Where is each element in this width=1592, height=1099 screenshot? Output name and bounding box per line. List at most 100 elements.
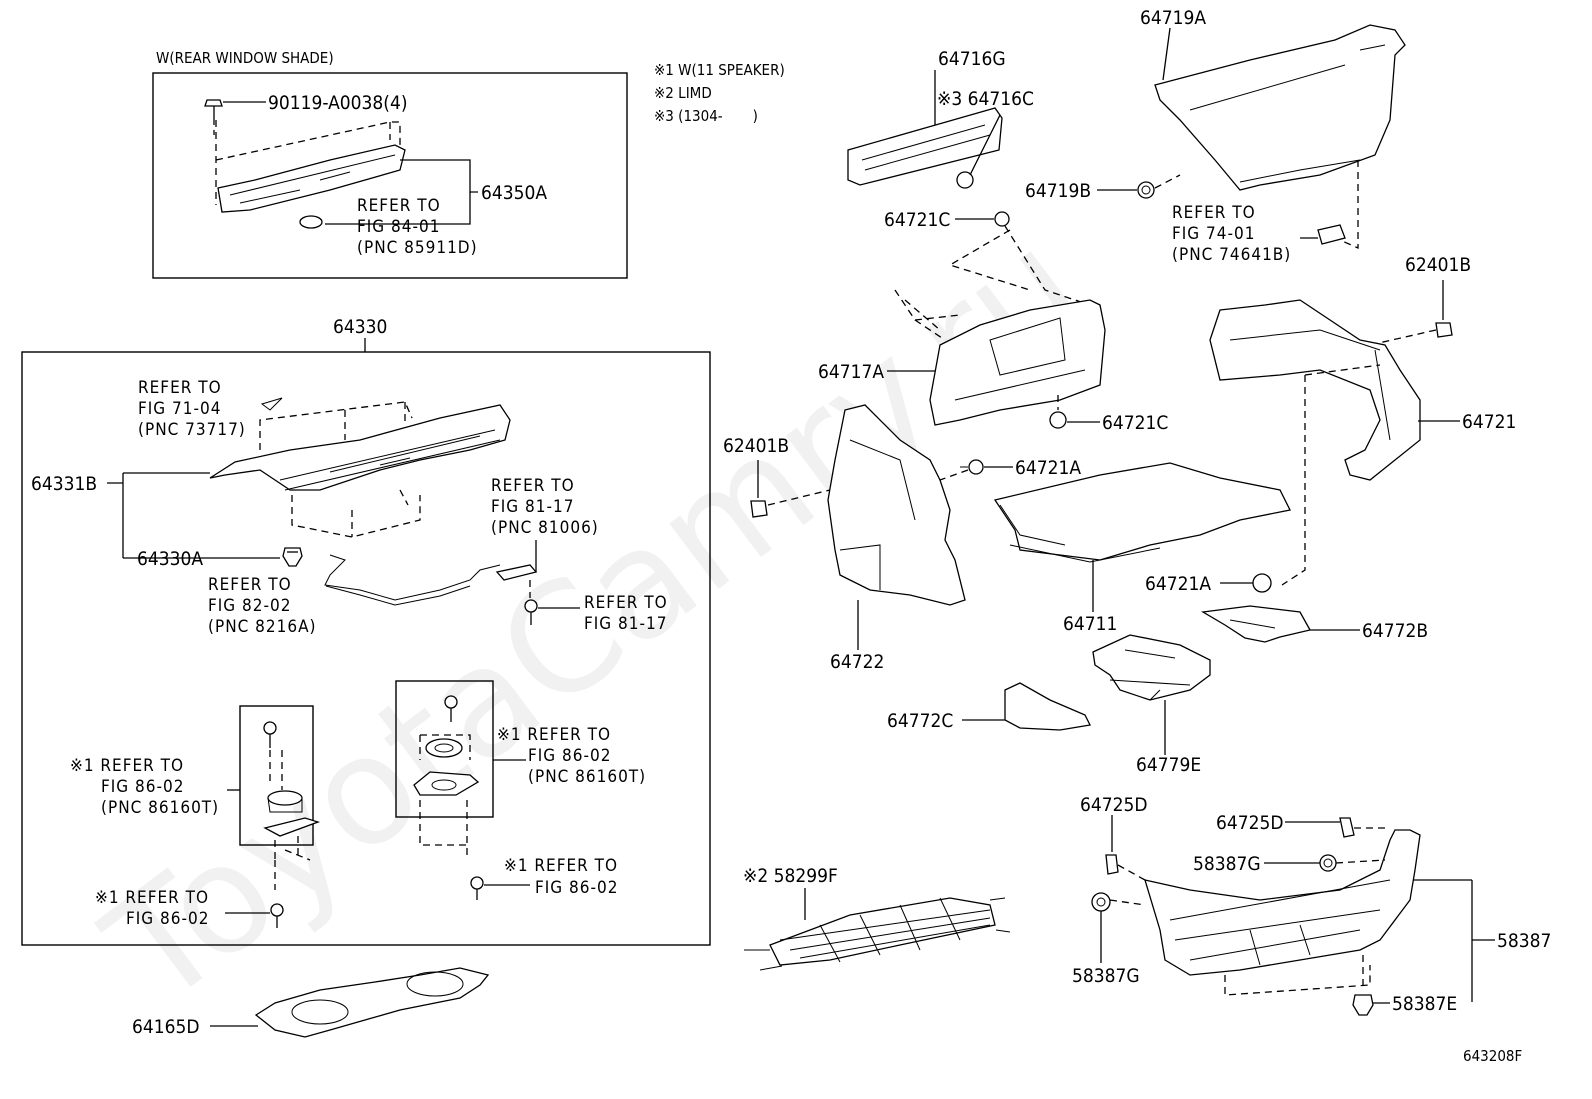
label-64716C: ※3 64716C xyxy=(937,88,1034,110)
label-62401B-left: 62401B xyxy=(723,435,789,457)
refer-fig-82-02: REFER TO FIG 82-02 (PNC 8216A) xyxy=(208,575,317,637)
retainer-74641B-icon xyxy=(1317,224,1346,245)
svg-text:FIG 74-01: FIG 74-01 xyxy=(1172,224,1255,244)
refer-fig-86-02-a: ※1 REFER TO FIG 86-02 (PNC 86160T) xyxy=(70,756,218,818)
label-64722: 64722 xyxy=(830,651,884,673)
tray-64779E-part xyxy=(1092,634,1211,701)
panel-64716G-part xyxy=(847,70,1003,189)
label-64721C-mid: 64721C xyxy=(1102,412,1168,434)
label-64330A: 64330A xyxy=(137,548,203,570)
svg-text:REFER TO: REFER TO xyxy=(208,575,292,595)
label-58299F: ※2 58299F xyxy=(743,865,838,887)
speaker-bracket-1-part xyxy=(263,721,321,861)
svg-text:FIG 86-02: FIG 86-02 xyxy=(126,909,209,929)
svg-text:REFER TO: REFER TO xyxy=(1172,203,1256,223)
refer-fig-71-04: REFER TO FIG 71-04 (PNC 73717) xyxy=(138,378,246,440)
speaker-bracket-2-part xyxy=(413,695,480,860)
package-tray-group-box: 64330 REFER TO FIG 71-04 (PNC 73717) 643… xyxy=(21,316,711,946)
refer-fig-81-17-b: REFER TO FIG 81-17 xyxy=(584,593,668,634)
rear-window-shade-part xyxy=(215,120,406,229)
label-64350A: 64350A xyxy=(481,182,547,204)
clip-64725D-right-icon xyxy=(1285,817,1385,838)
label-64165D: 64165D xyxy=(132,1016,200,1038)
svg-text:REFER TO: REFER TO xyxy=(584,593,668,613)
clip-62401B-left-icon xyxy=(750,460,831,518)
cargo-net-58299F-part xyxy=(744,888,1011,971)
trunk-mat-64711-part xyxy=(993,462,1291,563)
svg-text:(PNC 8216A): (PNC 8216A) xyxy=(208,617,317,637)
clip-64719B-icon xyxy=(1097,174,1181,199)
svg-text:FIG 82-02: FIG 82-02 xyxy=(208,596,291,616)
svg-text:(PNC 81006): (PNC 81006) xyxy=(491,518,599,538)
svg-text:FIG 86-02: FIG 86-02 xyxy=(101,777,184,797)
screw-86-02-right-icon xyxy=(470,876,530,900)
refer-fig-86-02-b: ※1 REFER TO FIG 86-02 (PNC 86160T) xyxy=(497,725,646,787)
svg-text:FIG 84-01: FIG 84-01 xyxy=(357,217,440,237)
refer-fig-81-17-a: REFER TO FIG 81-17 (PNC 81006) xyxy=(491,476,599,538)
label-64721C-top: 64721C xyxy=(884,209,950,231)
svg-text:(PNC 74641B): (PNC 74641B) xyxy=(1172,245,1291,265)
label-58387G-left: 58387G xyxy=(1072,965,1140,987)
label-64725D-right: 64725D xyxy=(1216,812,1284,834)
svg-text:FIG 81-17: FIG 81-17 xyxy=(491,497,574,517)
label-64779E: 64779E xyxy=(1136,754,1201,776)
refer-fig-86-02-d: ※1 REFER TO FIG 86-02 xyxy=(95,888,209,929)
label-64772B: 64772B xyxy=(1362,620,1428,642)
label-64721A-low: 64721A xyxy=(1145,573,1211,595)
svg-text:※2 LIMD: ※2 LIMD xyxy=(654,84,712,102)
sill-58387-part xyxy=(1144,829,1421,996)
harness-part xyxy=(324,554,501,606)
clip-64721A-mid-icon xyxy=(939,459,1013,481)
bolt-90119-icon xyxy=(204,99,223,135)
trim-64721-part xyxy=(1209,299,1421,586)
screw-81-17-icon xyxy=(524,599,580,625)
screw-86-02-left-icon xyxy=(225,860,284,928)
svg-text:(PNC 86160T): (PNC 86160T) xyxy=(528,767,646,787)
label-64721A-mid: 64721A xyxy=(1015,457,1081,479)
clip-58387E-icon xyxy=(1352,955,1390,1016)
clip-62401B-right-icon xyxy=(1369,280,1453,346)
svg-text:(PNC 73717): (PNC 73717) xyxy=(138,420,246,440)
svg-text:(PNC 85911D): (PNC 85911D) xyxy=(357,238,478,258)
label-64717A: 64717A xyxy=(818,361,884,383)
svg-text:※1 REFER TO: ※1 REFER TO xyxy=(70,756,184,776)
svg-text:※1 W(11 SPEAKER): ※1 W(11 SPEAKER) xyxy=(654,61,785,79)
label-58387: 58387 xyxy=(1497,930,1551,952)
trim-64717A-part xyxy=(894,289,1106,429)
trim-64719A-part xyxy=(1154,24,1406,191)
refer-fig-86-02-c: ※1 REFER TO FIG 86-02 xyxy=(504,856,618,898)
svg-text:※1 REFER TO: ※1 REFER TO xyxy=(497,725,611,745)
label-64330: 64330 xyxy=(333,316,387,338)
label-64772C: 64772C xyxy=(887,710,953,732)
label-62401B-right: 62401B xyxy=(1405,254,1471,276)
svg-text:REFER TO: REFER TO xyxy=(138,378,222,398)
refer-fig-74-01: REFER TO FIG 74-01 (PNC 74641B) xyxy=(1172,203,1291,265)
svg-text:※1 REFER TO: ※1 REFER TO xyxy=(504,856,618,876)
clip-58387G-left-icon xyxy=(1091,892,1146,963)
trim-64722-part xyxy=(827,404,966,606)
svg-text:FIG 81-17: FIG 81-17 xyxy=(584,614,667,634)
svg-text:REFER TO: REFER TO xyxy=(357,196,441,216)
svg-text:FIG 86-02: FIG 86-02 xyxy=(528,746,611,766)
label-58387G-right: 58387G xyxy=(1193,853,1261,875)
label-90119-A0038: 90119-A0038(4) xyxy=(268,92,408,114)
label-64719B: 64719B xyxy=(1025,180,1091,202)
svg-text:※3 (1304- ): ※3 (1304- ) xyxy=(654,107,758,125)
svg-text:FIG 71-04: FIG 71-04 xyxy=(138,399,221,419)
refer-fig-84-01: REFER TO FIG 84-01 (PNC 85911D) xyxy=(357,196,478,258)
footnotes: ※1 W(11 SPEAKER) ※2 LIMD ※3 (1304- ) xyxy=(654,61,785,125)
label-64725D-top: 64725D xyxy=(1080,794,1148,816)
svg-text:※1 REFER TO: ※1 REFER TO xyxy=(95,888,209,908)
clip-64725D-left-icon xyxy=(1105,815,1146,881)
label-64711: 64711 xyxy=(1063,613,1117,635)
label-64331B: 64331B xyxy=(31,473,97,495)
clip-64721A-low-icon xyxy=(1220,573,1272,593)
figure-code: 643208F xyxy=(1463,1047,1522,1065)
speaker-bracket-box-1 xyxy=(239,705,314,846)
label-64719A: 64719A xyxy=(1140,7,1206,29)
speaker-bracket-box-2 xyxy=(395,680,494,818)
panel-64772C-part xyxy=(1004,682,1091,731)
label-64721: 64721 xyxy=(1462,411,1516,433)
clip-58387G-right-icon xyxy=(1264,854,1386,872)
